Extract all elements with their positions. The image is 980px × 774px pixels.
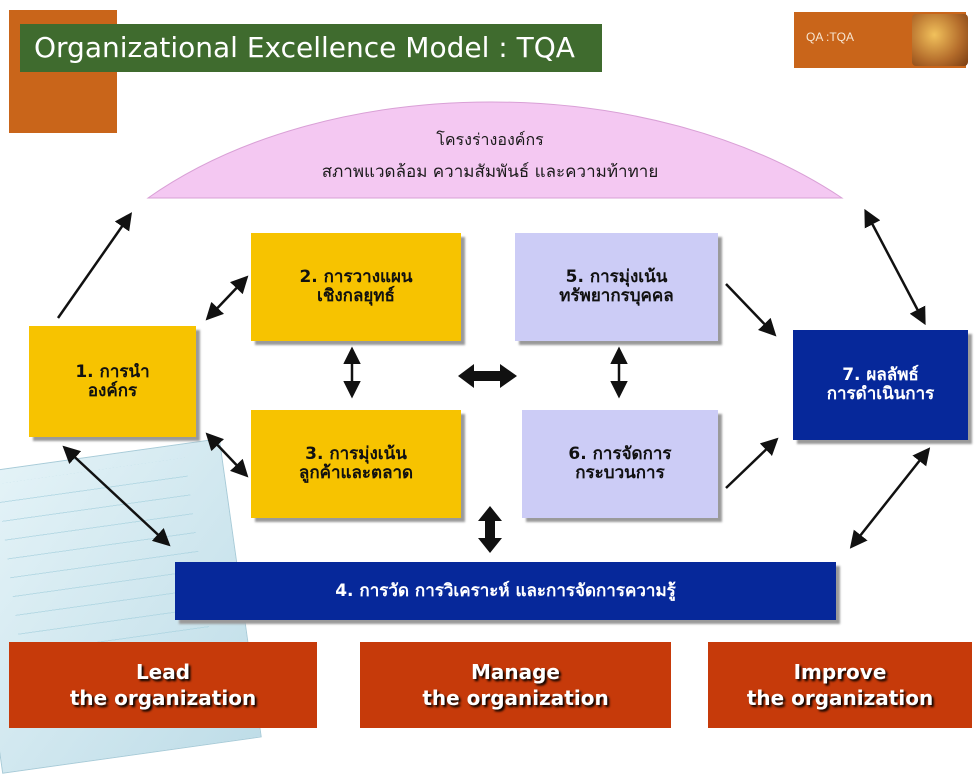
qa-badge-label: QA :TQA: [806, 30, 855, 44]
decorative-photo-icon: [912, 14, 968, 66]
diagram-canvas: [56, 101, 931, 553]
arrow-lead-to-dome: [56, 212, 133, 319]
box-customer-market: 3. การมุ่งเน้น ลูกค้าและตลาด: [251, 410, 461, 518]
box-human-resources: 5. การมุ่งเน้น ทรัพยากรบุคคล: [515, 233, 718, 341]
page-title: Organizational Excellence Model : TQA: [20, 24, 602, 72]
dome-shape: [146, 101, 844, 199]
dome-title: โครงร่างองค์กร: [436, 130, 544, 149]
footer-lead: Lead the organization: [9, 642, 317, 728]
footer-improve: Improve the organization: [708, 642, 972, 728]
box-results: 7. ผลลัพธ์ การดำเนินการ: [793, 330, 968, 440]
arrow-dome-to-results: [864, 208, 926, 326]
arrow-hr-to-results: [725, 283, 777, 337]
arrow-lead-to-plan: [205, 275, 249, 321]
dome-subtitle: สภาพแวดล้อม ความสัมพันธ์ และความท้าทาย: [321, 162, 659, 182]
box-process-management: 6. การจัดการ กระบวนการ: [522, 410, 718, 518]
arrow-results-to-measure: [849, 447, 931, 549]
thick-double-arrow-vertical: [478, 506, 502, 553]
arrow-process-to-results: [725, 437, 779, 489]
footer-manage: Manage the organization: [360, 642, 671, 728]
arrow-lead-to-customer: [205, 432, 249, 478]
thick-double-arrow-horizontal: [458, 364, 517, 388]
box-strategic-planning: 2. การวางแผน เชิงกลยุทธ์: [251, 233, 461, 341]
box-leadership: 1. การนำ องค์กร: [29, 326, 196, 437]
box-measurement-analysis: 4. การวัด การวิเคราะห์ และการจัดการความร…: [175, 562, 836, 620]
arrow-lead-to-measure: [62, 445, 171, 547]
